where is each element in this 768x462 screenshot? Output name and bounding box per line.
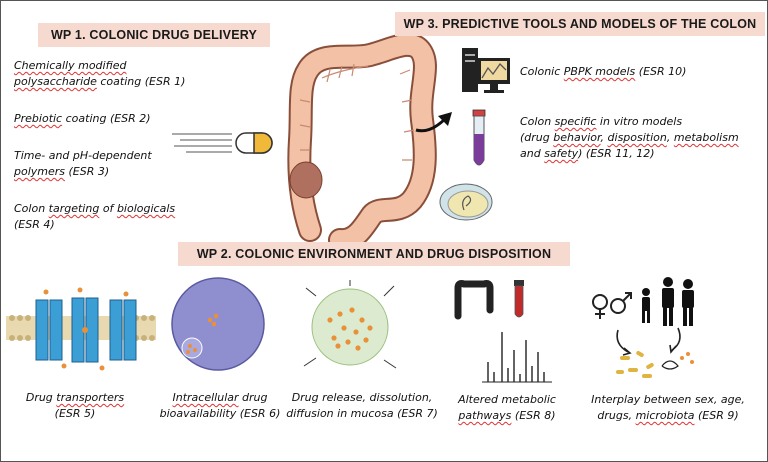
caption-esr5-l2: (ESR 5): [54, 407, 96, 420]
wp1-item2-rest: coating (ESR 2): [62, 112, 151, 125]
caption-esr8-a: pathways: [458, 409, 512, 422]
intestine-icon: [454, 280, 494, 320]
caption-esr9-l1: Interplay between sex, age,: [591, 393, 745, 406]
wp1-item3-rest: (ESR 3): [65, 165, 110, 178]
wp2-title: WP 2. COLONIC ENVIRONMENT AND DRUG DISPO…: [196, 247, 552, 261]
wp3-item2-l1b: specific: [554, 115, 597, 128]
wp1-item1-rest: coating (ESR 1): [96, 75, 186, 88]
spectrum-icon: [482, 332, 552, 383]
wp3-item2-l3a: and: [520, 147, 545, 160]
wp3-item2-l2c: ,: [600, 131, 608, 144]
pill-capsule-icon: [172, 132, 273, 154]
wp3-item2-l2f: metabolism: [673, 131, 739, 144]
wp1-item4-c: of: [99, 202, 117, 215]
wp1-item-esr4: Colon targeting of biologicals (ESR 4): [14, 201, 254, 233]
gender-icon: [592, 292, 632, 319]
caption-esr9: Interplay between sex, age, drugs, micro…: [572, 392, 764, 424]
wp1-item-esr2: Prebiotic coating (ESR 2): [14, 111, 254, 127]
wp3-item1-a: Colonic: [520, 65, 564, 78]
wp3-item1-c: (ESR 10): [635, 65, 687, 78]
caption-esr5: Drug transporters (ESR 5): [0, 390, 150, 422]
wp3-item2-l1a: Colon: [520, 115, 555, 128]
wp1-item4-b: targeting: [48, 202, 100, 215]
cell-icon: [171, 277, 265, 371]
wp3-header: WP 3. PREDICTIVE TOOLS AND MODELS OF THE…: [395, 12, 765, 36]
caption-esr7-l2: diffusion in mucosa (ESR 7): [286, 407, 438, 420]
petri-dish-icon: [439, 183, 493, 221]
wp3-item2-l1c: in vitro models: [596, 115, 683, 128]
wp3-item-esr11-12: Colon specific in vitro models (drug beh…: [520, 114, 765, 162]
wp1-item1-word: polysaccharide: [14, 75, 97, 88]
computer-icon: [462, 48, 510, 93]
wp1-item-esr3: Time- and pH-dependent polymers (ESR 3): [14, 148, 254, 180]
caption-esr9-b: microbiota: [635, 409, 695, 422]
wp3-item2-l2d: disposition: [607, 131, 667, 144]
microbiota-icon: [616, 327, 694, 378]
caption-esr9-a: drugs,: [597, 409, 636, 422]
wp1-title: WP 1. COLONIC DRUG DELIVERY: [50, 28, 258, 42]
caption-esr6-l2: bioavailability (ESR 6): [159, 407, 281, 420]
caption-esr6-a: Intracellular: [172, 391, 239, 404]
caption-esr7: Drug release, dissolution, diffusion in …: [282, 390, 442, 422]
caption-esr7-l1: Drug release, dissolution,: [291, 391, 433, 404]
caption-esr6-b: drug: [238, 391, 268, 404]
caption-esr8: Altered metabolic pathways (ESR 8): [442, 392, 572, 424]
arrow-icon: [415, 112, 452, 133]
wp3-item2-l2e: ,: [666, 131, 674, 144]
wp2-header: WP 2. COLONIC ENVIRONMENT AND DRUG DISPO…: [178, 242, 570, 266]
caption-esr6: Intracellular drug bioavailability (ESR …: [150, 390, 290, 422]
wp1-item3-word: polymers: [14, 165, 66, 178]
test-tube-icon: [472, 109, 486, 166]
blood-tube-icon: [514, 280, 524, 318]
caption-esr5-a: Drug: [25, 391, 57, 404]
wp3-item2-l2a: (drug: [520, 131, 554, 144]
wp3-item2-l3b: safety: [544, 147, 579, 160]
mucosa-icon: [303, 280, 397, 369]
wp1-item3-line1: Time- and pH-dependent: [14, 149, 152, 162]
transporter-icon: [6, 287, 156, 371]
wp1-item4-d: biologicals: [116, 202, 176, 215]
wp3-item2-l3c: ) (ESR 11, 12): [578, 147, 655, 160]
caption-esr8-l1: Altered metabolic: [458, 393, 556, 406]
wp3-item-esr10: Colonic PBPK models (ESR 10): [520, 64, 760, 80]
caption-esr8-b: (ESR 8): [511, 409, 556, 422]
wp3-item2-l2b: behavior: [553, 131, 601, 144]
wp1-item4-line2: (ESR 4): [14, 218, 55, 231]
family-icon: [642, 277, 694, 326]
caption-esr9-c: (ESR 9): [694, 409, 739, 422]
wp3-title: WP 3. PREDICTIVE TOOLS AND MODELS OF THE…: [403, 17, 757, 31]
wp3-item1-b: PBPK models: [563, 65, 636, 78]
wp1-item1-line1: Chemically modified: [14, 59, 127, 72]
wp1-item2-word: Prebiotic: [14, 112, 63, 125]
wp1-item-esr1: Chemically modified polysaccharide coati…: [14, 58, 254, 90]
colon-icon: [287, 32, 437, 253]
wp1-item4-a: Colon: [14, 202, 49, 215]
wp1-header: WP 1. COLONIC DRUG DELIVERY: [38, 23, 270, 47]
caption-esr5-b: transporters: [56, 391, 125, 404]
